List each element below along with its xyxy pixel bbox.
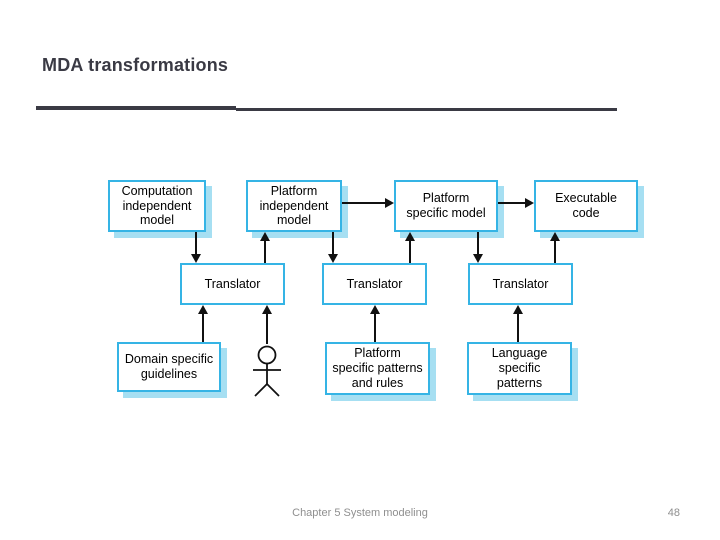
node-domain-specific-guidelines: Domain specific guidelines <box>117 342 221 392</box>
connector-domain-to-translator1 <box>202 313 204 342</box>
node-label: Translator <box>204 276 261 291</box>
arrowhead-down-icon <box>328 254 338 263</box>
arrowhead-up-icon <box>262 305 272 314</box>
arrowhead-right-icon <box>385 198 394 208</box>
node-label: Translator <box>492 276 549 291</box>
node-computation-independent-model: Computation independent model <box>108 180 206 232</box>
node-label: Platform independent model <box>259 183 329 228</box>
arrowhead-down-icon <box>473 254 483 263</box>
arrowhead-up-icon <box>260 232 270 241</box>
node-translator-3: Translator <box>468 263 573 305</box>
arrowhead-up-icon <box>198 305 208 314</box>
footer-text: Chapter 5 System modeling <box>292 507 428 519</box>
arrowhead-up-icon <box>405 232 415 241</box>
page-number: 48 <box>667 507 680 519</box>
node-translator-1: Translator <box>180 263 285 305</box>
node-label: Platform specific model <box>406 191 486 220</box>
node-language-specific-patterns: Language specific patterns <box>467 342 572 395</box>
title-underline-thin <box>236 108 617 111</box>
node-label: Translator <box>346 276 403 291</box>
connector-psm-to-translator3 <box>477 232 479 255</box>
arrowhead-up-icon <box>550 232 560 241</box>
connector-translator1-to-pim <box>264 240 266 263</box>
arrowhead-right-icon <box>525 198 534 208</box>
node-platform-independent-model: Platform independent model <box>246 180 342 232</box>
node-label: Language specific patterns <box>491 346 548 390</box>
connector-translator3-to-exec <box>554 240 556 263</box>
arrowhead-up-icon <box>370 305 380 314</box>
slide-title: MDA transformations <box>42 55 229 75</box>
node-label: Domain specific guidelines <box>124 352 214 381</box>
connector-translator2-to-psm <box>409 240 411 263</box>
node-label: Platform specific patterns and rules <box>332 346 423 390</box>
connector-actor-to-translator1 <box>266 313 268 344</box>
node-label: Computation independent model <box>121 183 193 228</box>
connector-language-to-translator3 <box>517 313 519 342</box>
node-executable-code: Executable code <box>534 180 638 232</box>
node-platform-specific-model: Platform specific model <box>394 180 498 232</box>
node-label: Executable code <box>555 191 617 220</box>
node-platform-specific-patterns: Platform specific patterns and rules <box>325 342 430 395</box>
arrowhead-up-icon <box>513 305 523 314</box>
arrowhead-down-icon <box>191 254 201 263</box>
connector-patterns-to-translator2 <box>374 313 376 342</box>
node-translator-2: Translator <box>322 263 427 305</box>
connector-pim-to-psm <box>342 202 387 204</box>
person-actor-icon <box>253 345 281 397</box>
connector-cim-to-translator1 <box>195 232 197 255</box>
connector-psm-to-exec <box>498 202 527 204</box>
connector-pim-to-translator2 <box>332 232 334 255</box>
title-underline-thick <box>36 106 236 110</box>
